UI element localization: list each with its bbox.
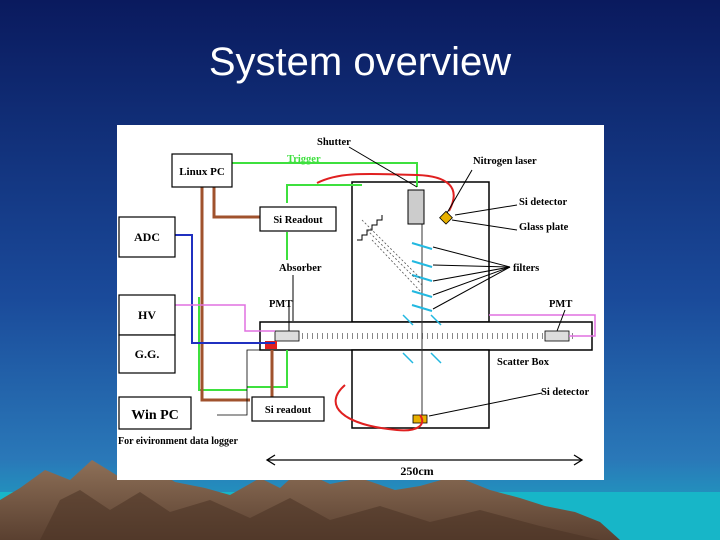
system-diagram: Linux PC ADC HV G.G. Win PC Si Readout S… [117, 125, 604, 480]
dimension-label: 250cm [400, 464, 433, 478]
linux-pc-label: Linux PC [179, 166, 225, 178]
win-pc-label: Win PC [131, 408, 179, 423]
logger-note-label: For eivironment data logger [118, 436, 238, 447]
si-readout-bottom-box [251, 396, 325, 422]
si-readout-top-box [259, 206, 337, 232]
hv-box [118, 294, 176, 336]
pmt-left-label: PMT [269, 299, 292, 310]
laser-lines [316, 172, 455, 432]
red-marker-icon [265, 341, 277, 349]
absorber-label: Absorber [279, 263, 322, 274]
signal-lines [200, 182, 274, 402]
scatter-cross [402, 314, 442, 364]
lower-enclosure [351, 349, 490, 429]
dimension-arrow [265, 454, 584, 466]
linux-pc-box [171, 153, 233, 188]
adc-label: ADC [134, 230, 160, 244]
adc-box [118, 216, 176, 258]
si-readout-top-label: Si Readout [273, 215, 323, 226]
shutter-label: Shutter [317, 137, 351, 148]
slide-title: System overview [208, 40, 512, 84]
pmt-right-label: PMT [549, 299, 572, 310]
win-pc-box [118, 396, 192, 430]
si-detector-top-label: Si detector [519, 197, 567, 208]
gg-label: G.G. [135, 347, 160, 361]
absorber-icon [357, 215, 383, 241]
filters-icon [411, 242, 433, 312]
glass-plate-label: Glass plate [519, 222, 569, 233]
hv-label: HV [138, 308, 156, 322]
filter-guides [361, 219, 423, 294]
scatter-box-label: Scatter Box [497, 357, 550, 368]
si-readout-bottom-label: Si readout [265, 405, 312, 416]
mountain-shadow [40, 490, 600, 540]
pmt-right-icon [544, 330, 570, 342]
gg-box [118, 334, 176, 374]
pointer-arrows [288, 146, 566, 417]
pmt-lines [175, 304, 596, 337]
filters-label: filters [513, 263, 539, 274]
logger-line [217, 349, 260, 416]
nitrogen-laser-icon [407, 189, 425, 225]
adc-line [175, 234, 275, 344]
glass-plate-icon [439, 210, 453, 225]
nitrogen-laser-label: Nitrogen laser [473, 156, 537, 167]
pmt-left-icon [274, 330, 300, 342]
si-detector-bottom-label: Si detector [541, 387, 589, 398]
trigger-label: Trigger [287, 154, 321, 165]
